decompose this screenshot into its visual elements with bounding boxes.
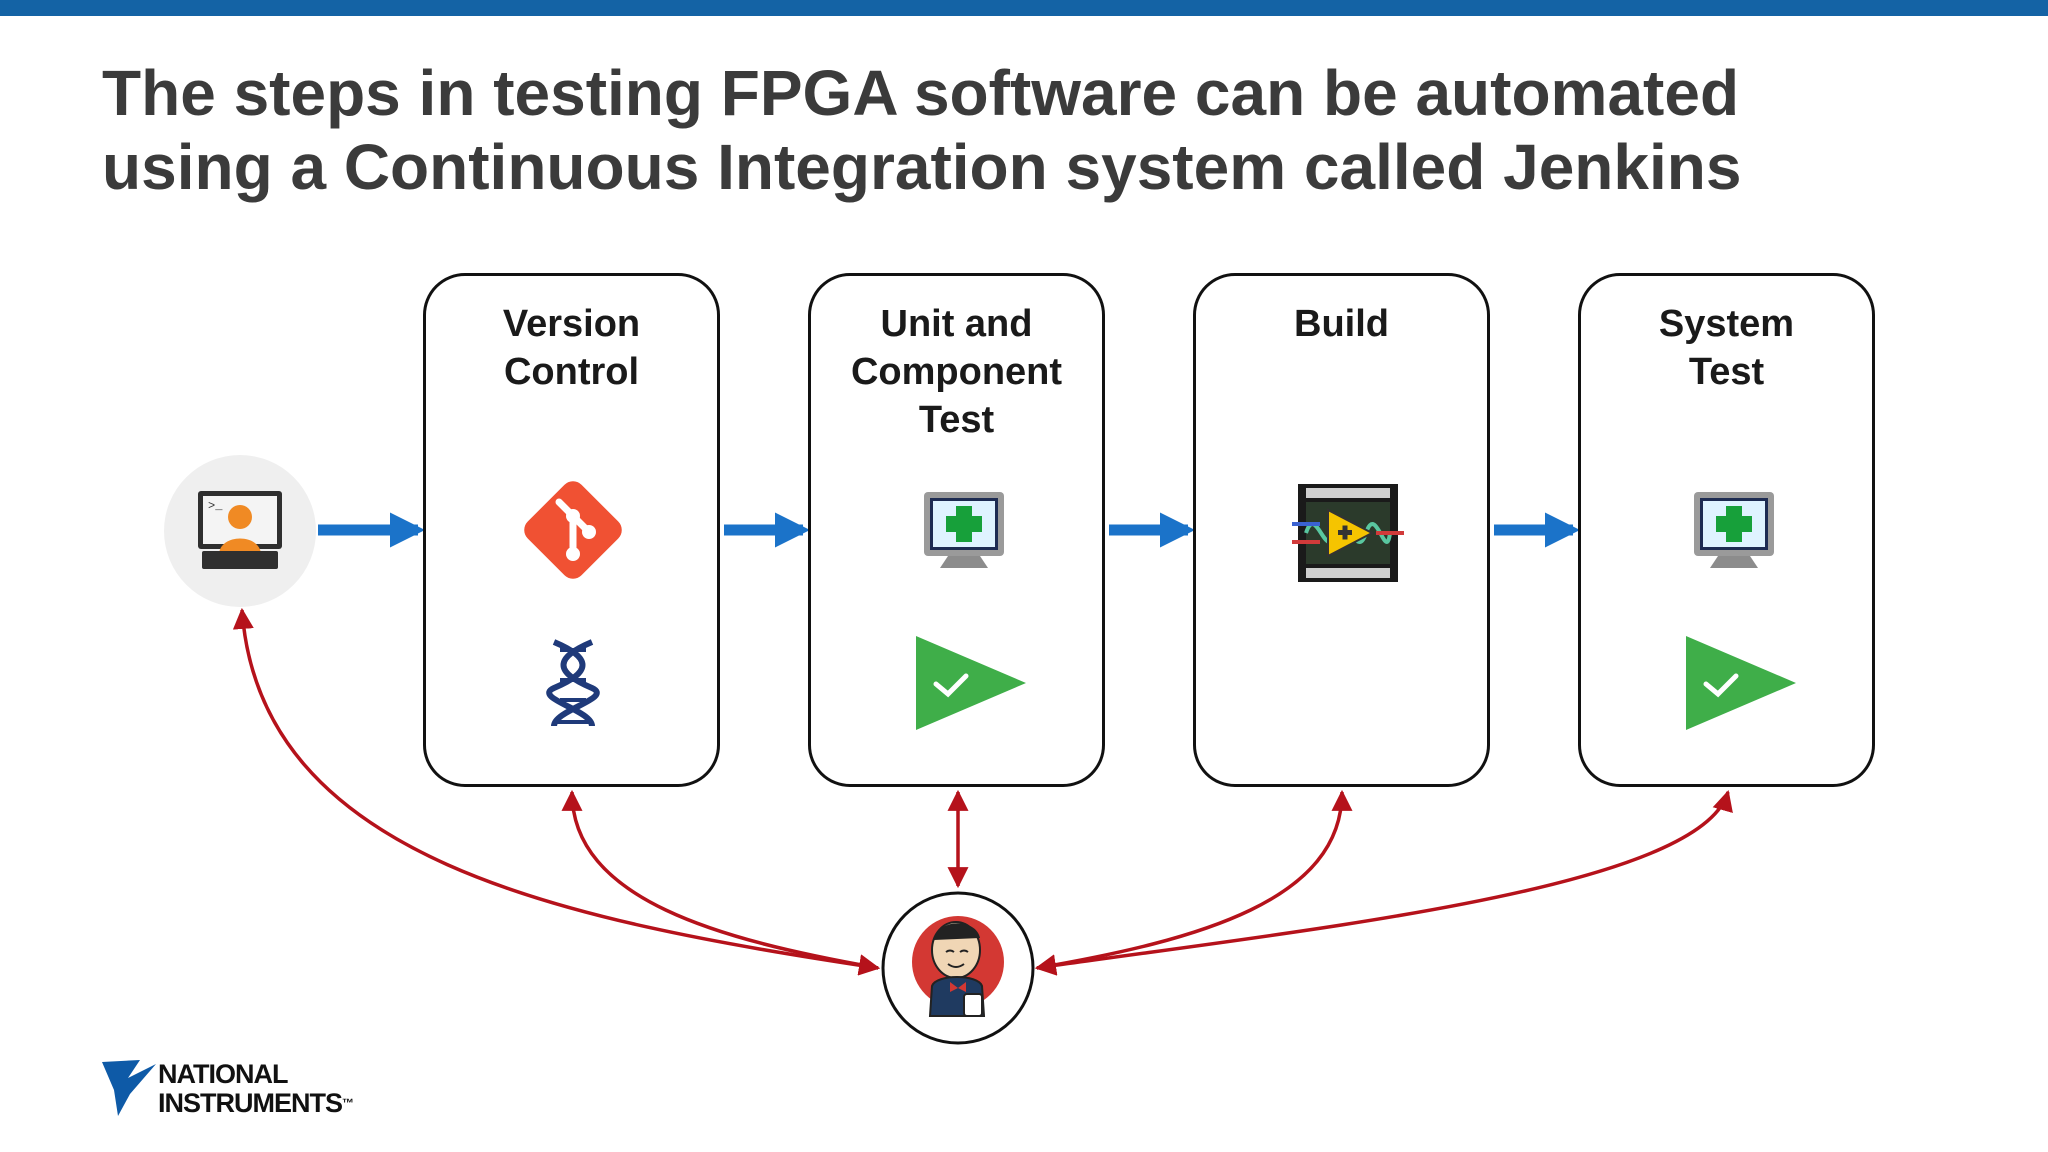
unit-test-monitor-icon (922, 490, 1006, 574)
run-test-play-icon (1686, 636, 1796, 730)
logo-trademark: ™ (342, 1096, 354, 1110)
developer-workstation-icon: >_ (164, 455, 316, 607)
stage-unit-component-test: Unit and Component Test (808, 273, 1105, 787)
run-test-play-icon (916, 636, 1026, 730)
stage-system-test: System Test (1578, 273, 1875, 787)
system-test-monitor-icon (1692, 490, 1776, 574)
dna-helix-icon (542, 638, 604, 730)
logo-text: NATIONAL INSTRUMENTS™ (158, 1059, 354, 1118)
jenkins-link-system-test (1034, 789, 1733, 976)
national-instruments-logo: NATIONAL INSTRUMENTS™ (100, 1054, 360, 1124)
stage-label: Version Control (502, 303, 641, 393)
ni-eagle-icon (102, 1060, 156, 1116)
jenkins-link-build (1034, 789, 1353, 976)
slide-title: The steps in testing FPGA software can b… (102, 56, 1962, 204)
stage-label: System Test (1658, 303, 1795, 393)
svg-text:>_: >_ (208, 499, 223, 513)
logo-line-2: INSTRUMENTS (158, 1088, 343, 1118)
stage-build: Build (1193, 273, 1490, 787)
top-accent-bar (0, 0, 2048, 16)
jenkins-link-version-control (561, 789, 881, 976)
title-line-2: using a Continuous Integration system ca… (102, 131, 1742, 203)
stage-version-control: Version Control (423, 273, 720, 787)
git-icon (515, 472, 631, 588)
logo-line-1: NATIONAL (158, 1059, 288, 1089)
labview-fpga-build-icon (1292, 480, 1404, 586)
title-line-1: The steps in testing FPGA software can b… (102, 57, 1740, 129)
stage-label: Unit and Component Test (850, 303, 1063, 441)
stage-label: Build (1294, 303, 1389, 345)
jenkins-butler-icon (880, 890, 1036, 1046)
